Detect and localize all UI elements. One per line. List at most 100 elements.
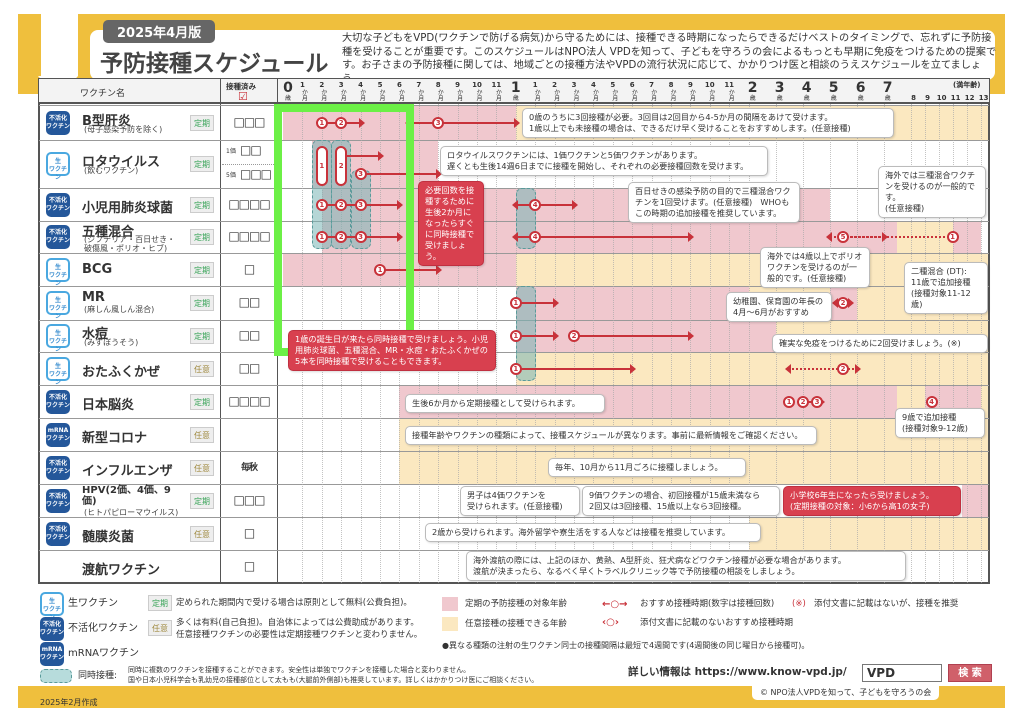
- note-hpv_girl: 小学校6年生になったら受けましょう。 (定期接種の対象：小6から高1の女子): [783, 486, 961, 516]
- row-divider: [39, 320, 989, 321]
- regular-age-range: [961, 485, 988, 517]
- month-label: 10: [472, 81, 482, 89]
- row-divider: [39, 221, 989, 222]
- dose-checkboxes[interactable]: □: [243, 261, 255, 276]
- month-label: 2: [319, 81, 325, 89]
- live-vaccine-icon: 生 ワクチン: [46, 257, 70, 287]
- month-label: 9: [687, 81, 693, 89]
- program-type-badge: 定期: [190, 492, 214, 509]
- month-unit: か月: [630, 89, 638, 101]
- unlisted-label: 添付文書に記載のないおすすめ接種時期: [640, 618, 794, 628]
- row-divider: [39, 484, 989, 485]
- grid-line: [709, 104, 711, 583]
- note-hepb: 0歳のうちに3回接種が必要。3回目は2回目から4-5か月の間隔をあけて受けます。…: [522, 108, 894, 138]
- age-unit-sai: 歳: [512, 95, 519, 102]
- row-divider: [39, 253, 989, 254]
- vaccine-name: 渡航ワクチン: [82, 562, 161, 578]
- recommended-arrow: [341, 151, 384, 161]
- note-polio_abroad: 海外では4歳以上でポリオワクチンを受けるのが一般的です。(任意接種): [760, 247, 870, 288]
- legend-live: 生ワクチン: [68, 598, 118, 609]
- arrow-head-icon: [785, 363, 792, 374]
- age-unit-sai: 歳: [884, 95, 891, 102]
- vaccine-subname: (飲むワクチン): [84, 166, 139, 175]
- grid-line: [671, 104, 672, 583]
- dose-marker: 1: [509, 330, 522, 342]
- note-kinder: 幼稚園、保育園の年長の 4月～6月がおすすめ: [726, 292, 832, 322]
- program-type-badge: 任意: [190, 459, 214, 476]
- recommended-arrow-icon: ←○→: [602, 599, 628, 610]
- row-divider: [39, 418, 989, 419]
- edition-badge: 2025年4月版: [103, 20, 216, 43]
- dose-checkboxes[interactable]: □□: [240, 143, 262, 157]
- grid-line: [496, 104, 498, 583]
- page-title: 予防接種スケジュール: [100, 51, 329, 77]
- dose-marker: 3: [811, 395, 824, 408]
- grid-line: [651, 104, 653, 583]
- dose-checkboxes[interactable]: □□□□: [228, 393, 270, 408]
- dose-checkboxes[interactable]: □□□: [233, 114, 265, 129]
- year-label: 7: [882, 80, 893, 96]
- note-birthday: 1歳の誕生日が来たら同時接種で受けましょう。小児用肺炎球菌、五種混合、MR・水痘…: [288, 330, 496, 371]
- regular-age-label: 定期の予防接種の対象年齢: [465, 599, 568, 609]
- arrow-head-icon: [397, 199, 404, 210]
- row-divider: [39, 105, 989, 106]
- dose-checkboxes[interactable]: □: [243, 558, 255, 573]
- dose-checkboxes[interactable]: □: [243, 525, 255, 540]
- age-unit-sai: 歳: [830, 95, 837, 102]
- optional-swatch: [442, 617, 458, 631]
- optional-age-label: 任意接種の接種できる年齢: [465, 619, 567, 629]
- program-type-badge: 定期: [190, 229, 214, 245]
- rota-dose-pill: 2: [335, 146, 348, 186]
- month-unit: か月: [455, 89, 463, 101]
- dose-marker: 3: [432, 116, 445, 129]
- arrow-head-icon: [436, 169, 443, 179]
- year-label: 5: [828, 80, 839, 96]
- dose-checkboxes[interactable]: □□□: [240, 167, 272, 181]
- dose-checkboxes[interactable]: □□: [238, 360, 261, 375]
- row-divider: [39, 140, 989, 141]
- live-vaccine-icon: 生 ワクチン: [40, 592, 64, 621]
- program-type-badge: 定期: [190, 261, 214, 278]
- year-label: 6: [855, 80, 866, 96]
- inact-vaccine-icon: 不活化 ワクチン: [46, 192, 70, 217]
- dose-checkboxes[interactable]: □□□: [233, 492, 265, 507]
- live-vaccine-icon: 生 ワクチン: [46, 152, 70, 181]
- vaccine-name: 水痘: [82, 327, 109, 342]
- grid-line: [554, 104, 556, 583]
- program-type-badge: 定期: [190, 196, 214, 213]
- note-dtp_abroad: 海外では三種混合ワクチンを受けるのが一般的です。 (任意接種): [878, 166, 986, 218]
- arrow-head-icon: [552, 331, 559, 341]
- age-0-label: 0: [283, 80, 293, 96]
- dose-checkboxes[interactable]: □□□□: [228, 229, 270, 243]
- info-link[interactable]: 詳しい情報は https://www.know-vpd.jp/: [628, 666, 847, 678]
- search-button[interactable]: 検 索: [948, 664, 992, 682]
- created-date: 2025年2月作成: [40, 698, 98, 707]
- month-label: 1: [299, 81, 305, 89]
- note-mening: 2歳から受けられます。海外留学や寮生活をする人などは接種を推奨しています。: [425, 523, 761, 542]
- recommended-arrow: [360, 169, 443, 179]
- arrow-head-icon: [847, 298, 854, 308]
- recommended-arrow: [515, 363, 637, 374]
- month-label: 5: [610, 81, 616, 89]
- arrow-head-icon: [358, 117, 365, 128]
- row-divider: [39, 550, 989, 551]
- program-type-badge: 定期: [190, 393, 214, 410]
- simul-desc: 同時に複数のワクチンを接種することができます。安全性は単独でワクチンを接種した場…: [128, 666, 539, 684]
- dose-checkboxes[interactable]: □□: [238, 295, 261, 309]
- month-label: 7: [649, 81, 655, 89]
- year-label: 4: [801, 80, 812, 96]
- dose-marker: 1: [315, 198, 328, 211]
- dose-checkboxes[interactable]: 毎秋: [240, 462, 258, 473]
- search-input[interactable]: VPD: [862, 664, 942, 682]
- grid-line: [729, 104, 731, 583]
- arrow-head-icon: [513, 117, 520, 128]
- grid-line: [748, 104, 750, 583]
- month-label: 2: [552, 81, 558, 89]
- month-unit: か月: [339, 89, 347, 101]
- done-check-icon: ☑: [238, 90, 248, 103]
- year-label: 9: [925, 94, 931, 102]
- arrow-head-icon: [436, 264, 443, 275]
- dose-checkboxes[interactable]: □□□□: [228, 196, 270, 211]
- month-unit: か月: [358, 89, 366, 101]
- dose-checkboxes[interactable]: □□: [238, 328, 261, 342]
